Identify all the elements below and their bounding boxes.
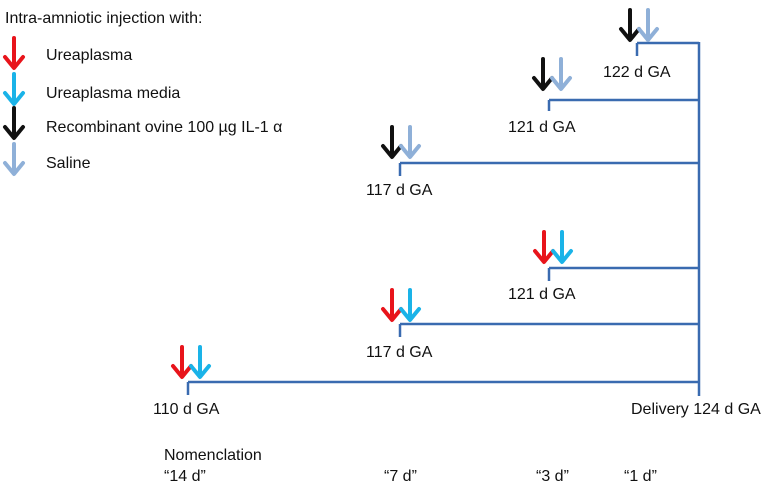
timeline-arrows — [171, 8, 659, 379]
nomenclature-1d: “1 d” — [624, 468, 657, 485]
cyan-arrow-icon — [551, 230, 573, 264]
label-117d-ga-urea: 117 d GA — [366, 344, 433, 361]
red-arrow-icon — [171, 345, 193, 379]
label-117d-ga-il1: 117 d GA — [366, 182, 433, 199]
lightblue-arrow-icon — [399, 125, 421, 159]
cyan-arrow-icon — [399, 288, 421, 322]
legend-item-saline: Saline — [3, 142, 91, 176]
label-110d-ga: 110 d GA — [153, 401, 220, 418]
lightblue-arrow-icon — [3, 142, 25, 176]
legend-item-il1: Recombinant ovine 100 µg IL-1 α — [3, 106, 282, 140]
nomenclature-7d: “7 d” — [384, 468, 417, 485]
black-arrow-icon — [381, 125, 403, 159]
nomenclature: Nomenclation “14 d” “7 d” “3 d” “1 d” — [164, 447, 657, 485]
black-arrow-icon — [532, 57, 554, 91]
legend-label-ureaplasma: Ureaplasma — [46, 47, 132, 64]
label-122d-ga: 122 d GA — [603, 64, 671, 81]
label-121d-ga-il1: 121 d GA — [508, 119, 576, 136]
nomenclature-14d: “14 d” — [164, 468, 206, 485]
label-121d-ga-urea: 121 d GA — [508, 286, 576, 303]
lightblue-arrow-icon — [637, 8, 659, 42]
legend-title: Intra-amniotic injection with: — [5, 10, 202, 27]
legend-item-ureaplasma-media: Ureaplasma media — [3, 72, 180, 106]
red-arrow-icon — [533, 230, 555, 264]
red-arrow-icon — [381, 288, 403, 322]
timeline-labels: 122 d GA 121 d GA 117 d GA 121 d GA 117 … — [153, 64, 761, 418]
black-arrow-icon — [619, 8, 641, 42]
timeline — [186, 41, 701, 396]
label-delivery: Delivery 124 d GA — [631, 401, 761, 418]
legend-label-il1: Recombinant ovine 100 µg IL-1 α — [46, 119, 282, 136]
legend-item-ureaplasma: Ureaplasma — [3, 36, 132, 70]
legend-label-ureaplasma-media: Ureaplasma media — [46, 85, 180, 102]
legend-label-saline: Saline — [46, 155, 91, 172]
black-arrow-icon — [3, 106, 25, 140]
nomenclature-3d: “3 d” — [536, 468, 569, 485]
cyan-arrow-icon — [3, 72, 25, 106]
lightblue-arrow-icon — [550, 57, 572, 91]
cyan-arrow-icon — [189, 345, 211, 379]
nomenclature-title: Nomenclation — [164, 447, 262, 464]
legend: Intra-amniotic injection with: Ureaplasm… — [3, 10, 282, 176]
red-arrow-icon — [3, 36, 25, 70]
